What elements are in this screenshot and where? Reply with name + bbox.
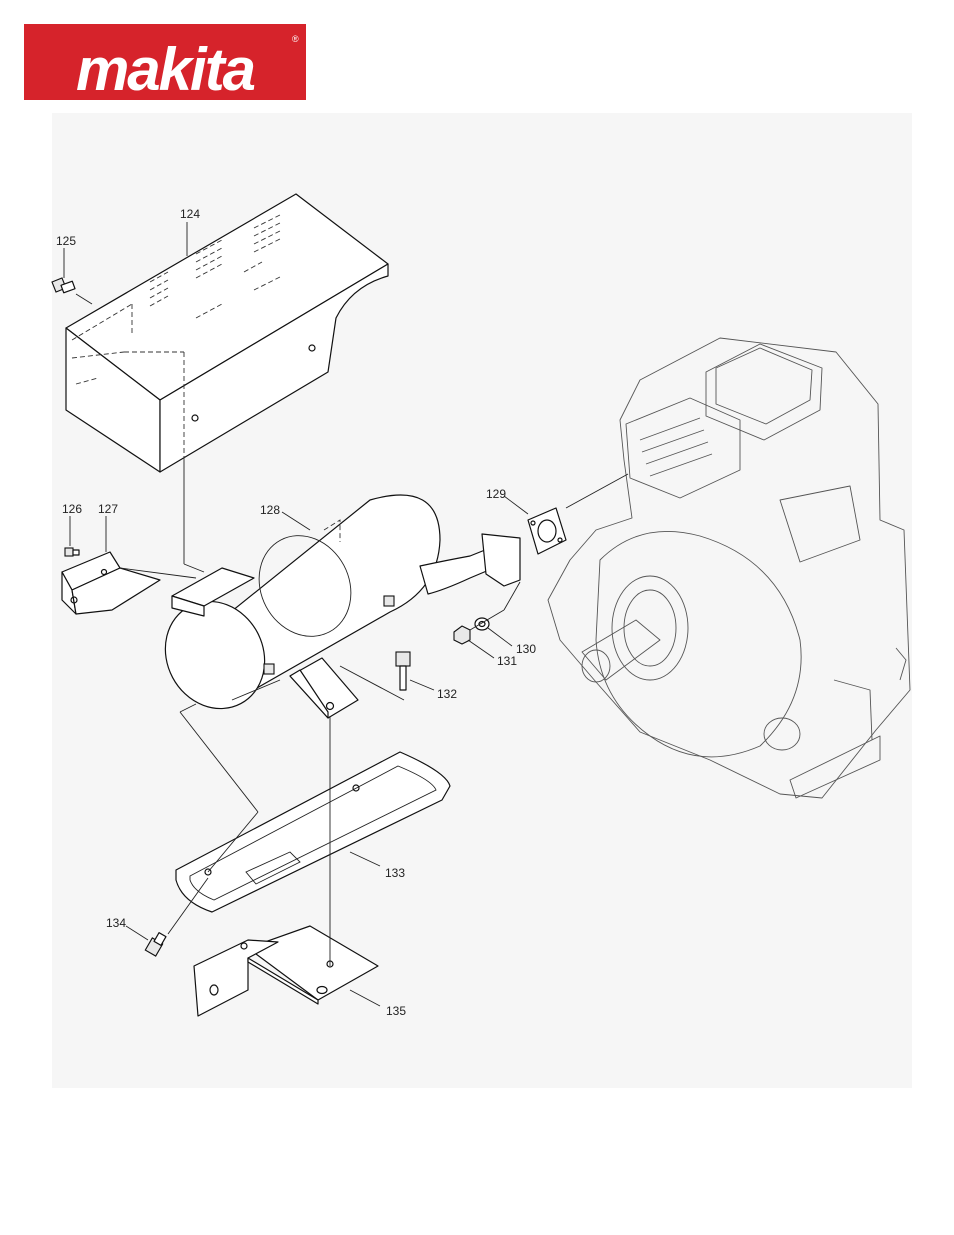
label-135: 135	[386, 1004, 406, 1018]
label-131: 131	[497, 654, 517, 668]
part-132-bolt	[396, 652, 410, 690]
part-128-muffler	[147, 495, 520, 726]
label-128: 128	[260, 503, 280, 517]
label-132: 132	[437, 687, 457, 701]
part-135-bracket	[194, 926, 378, 1016]
label-134: 134	[106, 916, 126, 930]
label-130: 130	[516, 642, 536, 656]
label-124: 124	[180, 207, 200, 221]
label-133: 133	[385, 866, 405, 880]
label-126: 126	[62, 502, 82, 516]
label-125: 125	[56, 234, 76, 248]
part-126-screw	[65, 548, 79, 556]
part-133-tray	[176, 752, 450, 912]
engine-reference	[548, 338, 910, 798]
part-124-heat-shield	[66, 194, 388, 472]
label-129: 129	[486, 487, 506, 501]
part-129-gasket	[528, 508, 566, 554]
part-134-screw	[145, 933, 166, 956]
part-125-screw	[52, 278, 92, 304]
label-127: 127	[98, 502, 118, 516]
part-131-nut	[454, 626, 470, 644]
